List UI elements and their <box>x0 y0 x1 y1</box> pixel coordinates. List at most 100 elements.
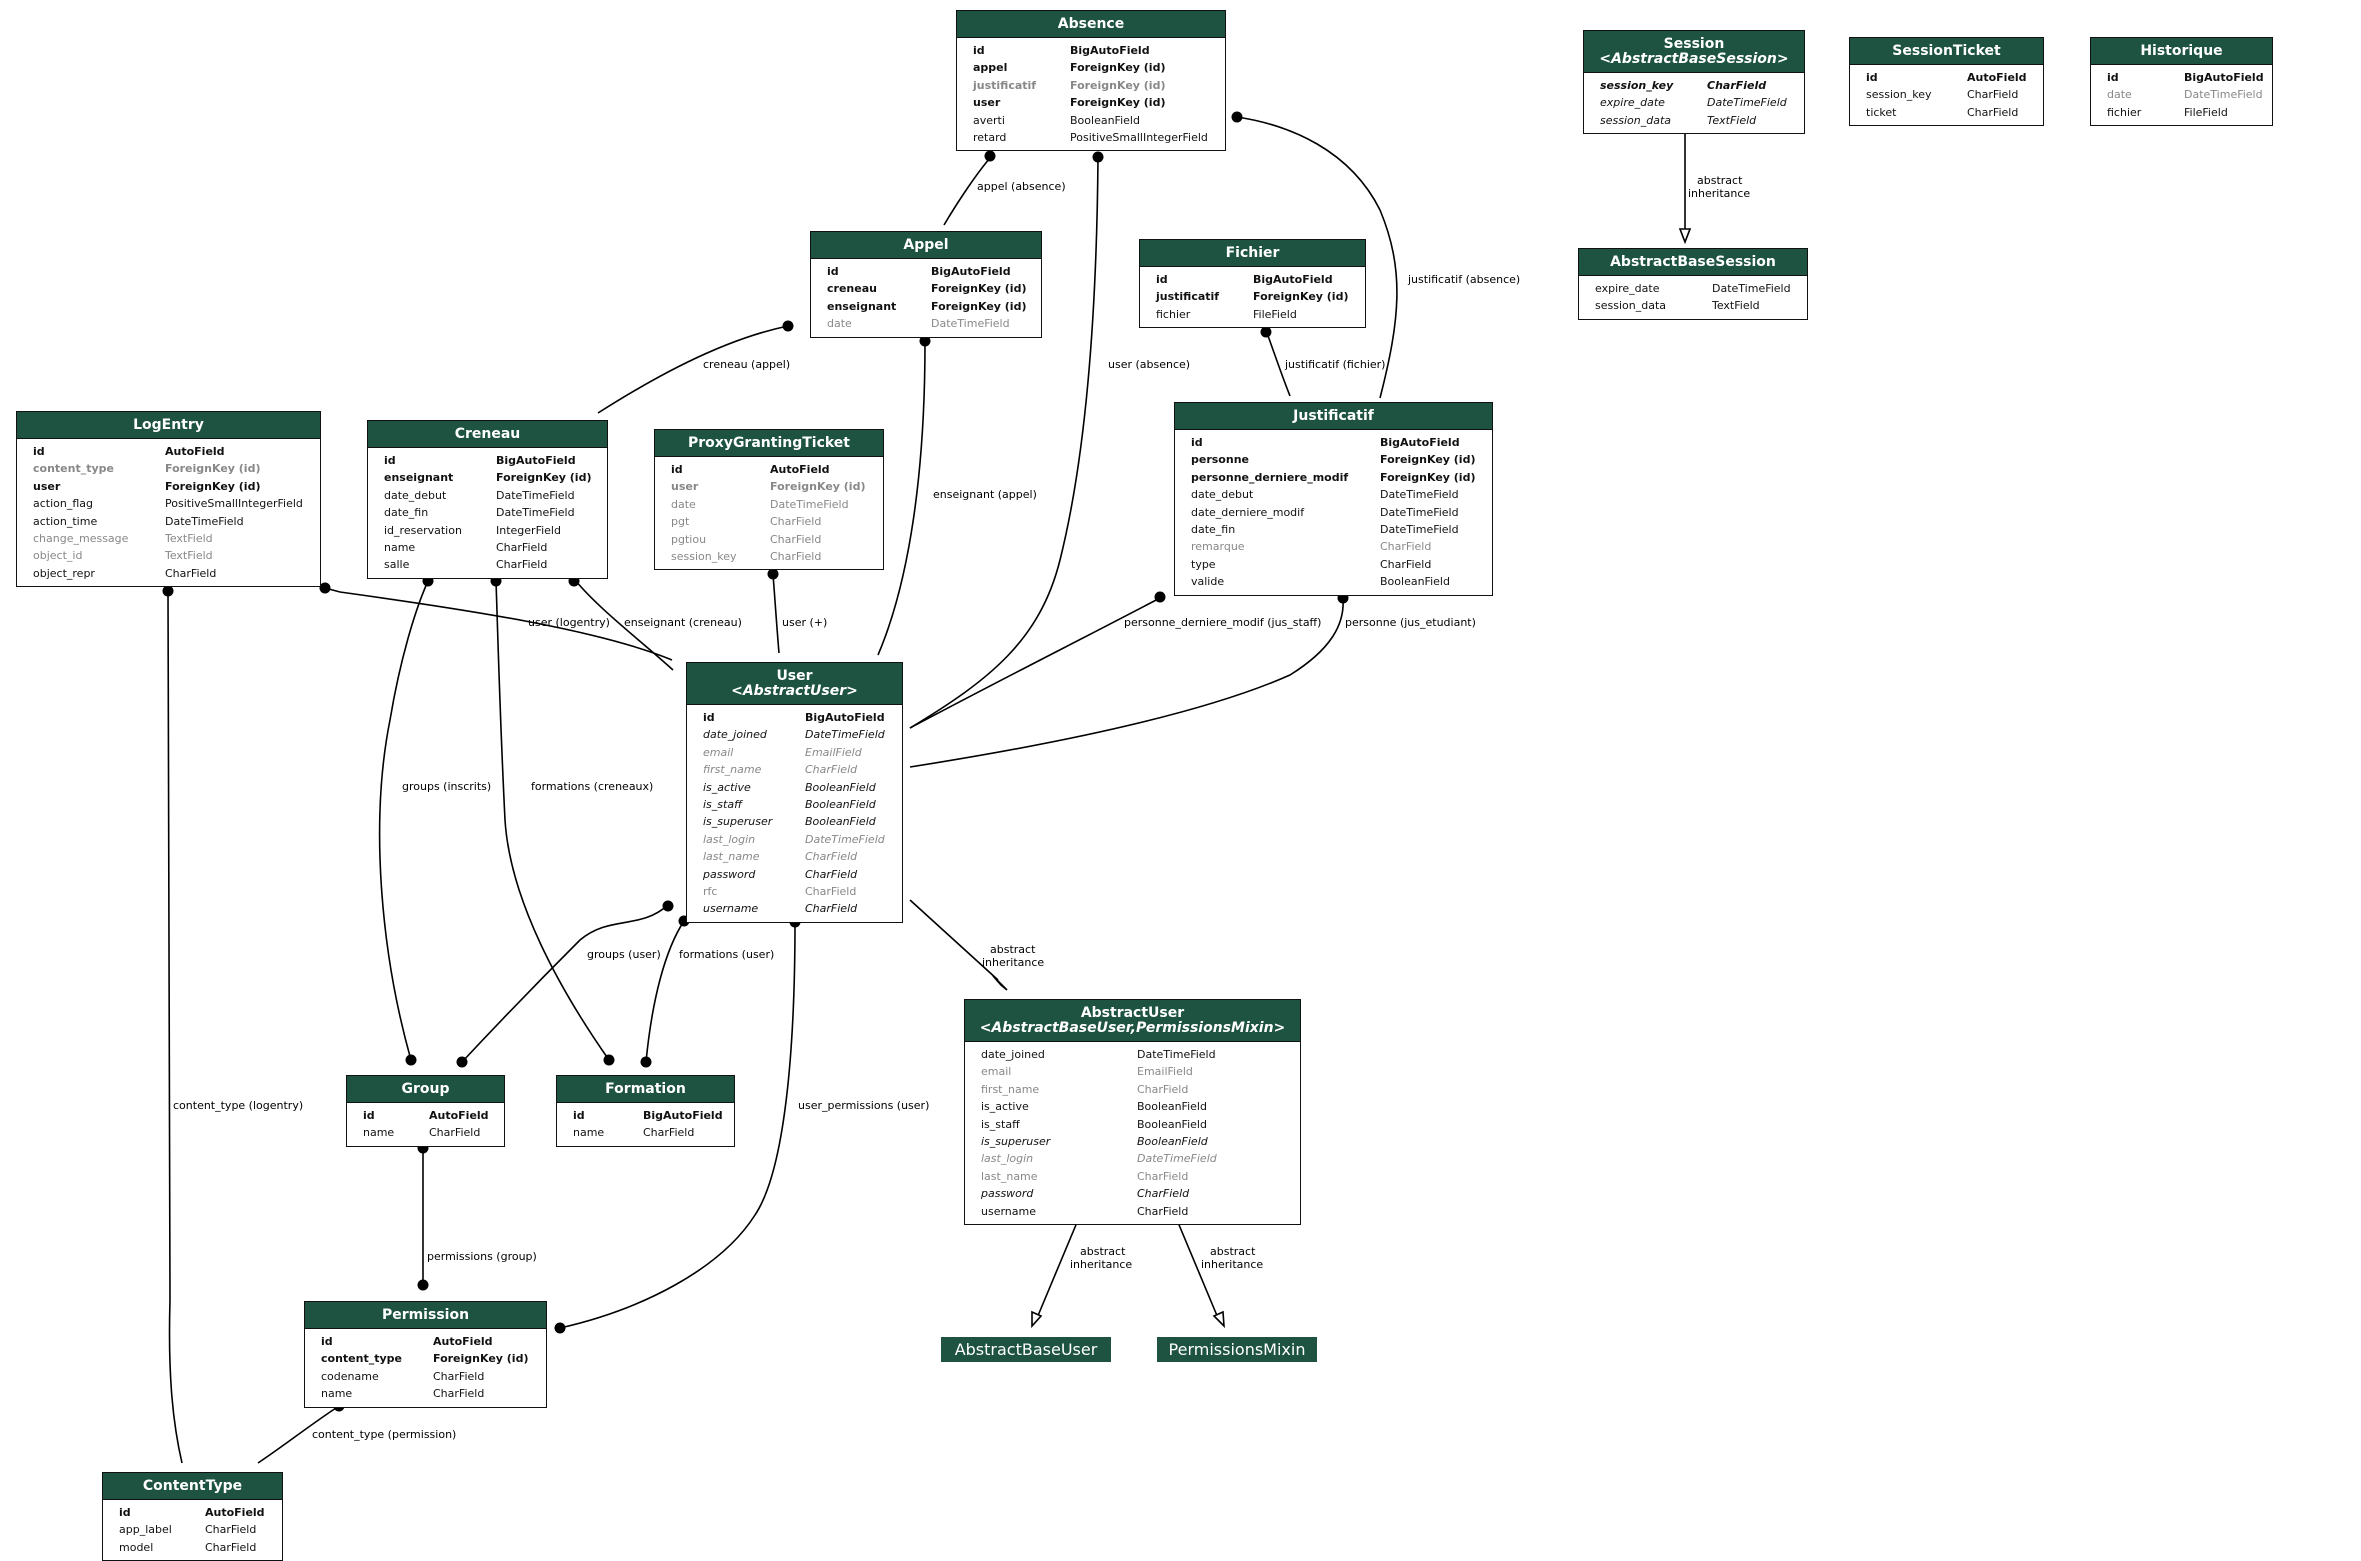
edge-contenttype-logentry <box>167 590 183 1464</box>
field-name: username <box>703 902 759 916</box>
field-type: ForeignKey (id) <box>496 471 592 485</box>
edge-formation-user <box>645 920 685 1063</box>
field-name: is_staff <box>703 798 743 812</box>
field-type: AutoField <box>165 445 225 458</box>
field-type: BooleanField <box>805 798 876 812</box>
model-header: Session<AbstractBaseSession> <box>1584 31 1804 73</box>
field-name: salle <box>384 558 410 572</box>
field-type: BooleanField <box>1137 1100 1207 1114</box>
field-type: CharField <box>1380 540 1432 554</box>
field-name: session_data <box>1595 299 1666 313</box>
field-name: id <box>1191 436 1203 449</box>
field-type: DateTimeField <box>931 317 1010 331</box>
field-name: id <box>973 44 985 57</box>
model-title: Fichier <box>1225 245 1280 261</box>
model-header: LogEntry <box>17 412 320 439</box>
model-header: Absence <box>957 11 1225 38</box>
field-type: TextField <box>1707 113 1757 127</box>
edge-label: permissions (group) <box>427 1250 537 1263</box>
field-type: FileField <box>1253 307 1297 321</box>
field-name: content_type <box>321 1352 402 1366</box>
field-type: BooleanField <box>1070 113 1140 127</box>
field-name: last_name <box>703 850 760 864</box>
edge-user-justif-etudiant <box>909 597 1344 768</box>
edge-label: personne (jus_etudiant) <box>1345 616 1476 629</box>
field-name: password <box>981 1187 1034 1201</box>
field-name: email <box>981 1065 1012 1079</box>
field-type: BooleanField <box>805 780 876 794</box>
field-name: object_repr <box>33 566 95 580</box>
model-subtitle: <AbstractBaseSession> <box>1599 51 1789 67</box>
inheritance-arrowhead <box>1678 228 1692 245</box>
field-type: CharField <box>205 1523 257 1537</box>
field-type: IntegerField <box>496 523 561 537</box>
field-name: is_active <box>703 780 751 794</box>
field-name: email <box>703 745 734 759</box>
field-name: is_staff <box>981 1117 1020 1131</box>
edge-dot <box>603 1054 615 1066</box>
model-title: Permission <box>381 1307 470 1323</box>
edge-user-creneau <box>574 579 674 671</box>
field-name: id <box>363 1109 375 1122</box>
field-type: CharField <box>1137 1204 1189 1218</box>
inheritance-arrowhead <box>992 975 1008 991</box>
edge-label: groups (user) <box>587 948 661 961</box>
field-type: CharField <box>1707 79 1767 92</box>
field-type: ForeignKey (id) <box>165 462 261 476</box>
field-name: expire_date <box>1600 96 1665 110</box>
field-type: ForeignKey (id) <box>931 299 1027 313</box>
edge-dot <box>554 1322 566 1334</box>
field-name: creneau <box>827 282 877 296</box>
field-type: CharField <box>770 550 822 564</box>
field-type: CharField <box>805 885 857 899</box>
model-header: AbstractBaseSession <box>1579 249 1807 276</box>
edge-dot <box>1092 151 1104 163</box>
field-name: id <box>119 1506 131 1519</box>
field-name: user <box>33 479 61 493</box>
field-type: EmailField <box>805 745 862 759</box>
field-name: object_id <box>33 549 83 563</box>
edge-permission-user <box>559 921 796 1329</box>
edge-dot <box>456 1056 468 1068</box>
field-name: change_message <box>33 532 129 546</box>
field-name: id <box>1156 273 1168 286</box>
edge-dot <box>1260 326 1272 338</box>
field-name: date <box>827 317 852 331</box>
model-title: Formation <box>605 1081 686 1097</box>
field-name: password <box>703 867 756 881</box>
field-type: BigAutoField <box>496 454 576 467</box>
field-type: ForeignKey (id) <box>1380 453 1476 467</box>
field-type: AutoField <box>429 1109 489 1122</box>
field-name: date_debut <box>384 488 447 502</box>
edge-justificatif-absence <box>1236 116 1398 399</box>
field-name: action_flag <box>33 497 94 511</box>
edge-user-pgt <box>772 573 780 654</box>
